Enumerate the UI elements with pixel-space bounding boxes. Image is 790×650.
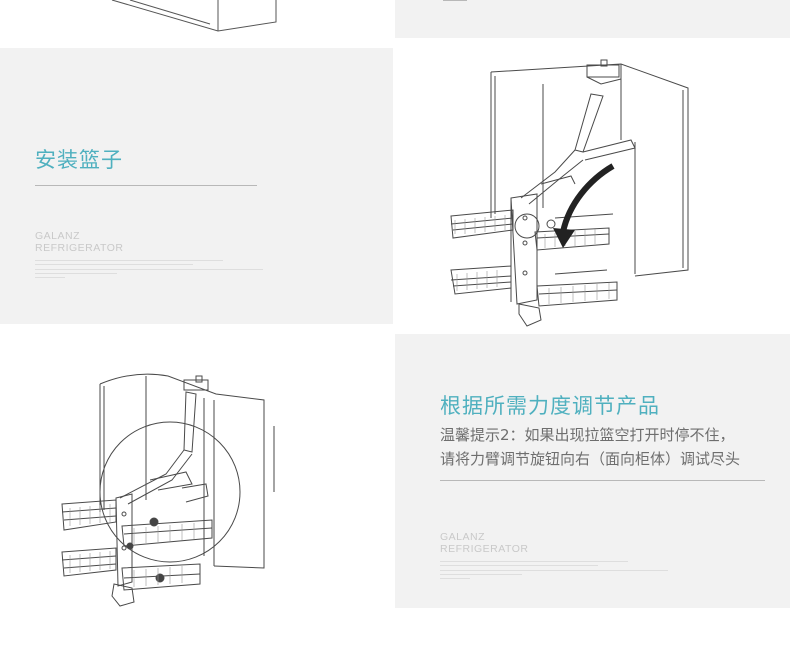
fine-print xyxy=(35,269,263,270)
cabinet-bottom-illustration xyxy=(111,0,277,32)
fine-print xyxy=(440,578,470,579)
brand-line-2: REFRIGERATOR xyxy=(35,242,124,254)
adjust-force-text-panel: 根据所需力度调节产品 温馨提示2：如果出现拉篮空打开时停不住， 请将力臂调节旋钮… xyxy=(395,334,790,608)
install-basket-title: 安装篮子 xyxy=(35,148,123,172)
fine-print xyxy=(35,273,117,274)
install-basket-illustration-panel xyxy=(395,48,790,327)
fine-print xyxy=(440,570,668,571)
adjust-force-title: 根据所需力度调节产品 xyxy=(440,394,660,418)
brand-line-1: GALANZ xyxy=(35,230,81,242)
top-partial-text-panel xyxy=(395,0,790,38)
top-partial-rule xyxy=(443,0,467,1)
fine-print xyxy=(440,561,628,562)
install-basket-divider xyxy=(35,185,257,186)
fine-print xyxy=(35,264,193,265)
tip-line-2: 请将力臂调节旋钮向右（面向柜体）调试尽头 xyxy=(440,450,741,468)
adjust-force-illustration-panel xyxy=(0,334,393,608)
top-partial-illustration-panel xyxy=(0,0,393,38)
fine-print xyxy=(440,574,522,575)
fine-print xyxy=(35,277,65,278)
install-basket-text-panel: 安装篮子 GALANZ REFRIGERATOR xyxy=(0,48,393,324)
brand-line-2: REFRIGERATOR xyxy=(440,543,529,555)
fine-print xyxy=(35,260,223,261)
brand-line-1: GALANZ xyxy=(440,531,486,543)
adjust-force-divider xyxy=(440,480,765,481)
adjust-force-illustration xyxy=(61,373,275,607)
fine-print xyxy=(440,565,598,566)
install-basket-illustration xyxy=(450,59,689,327)
tip-line-1: 温馨提示2：如果出现拉篮空打开时停不住， xyxy=(440,426,735,444)
